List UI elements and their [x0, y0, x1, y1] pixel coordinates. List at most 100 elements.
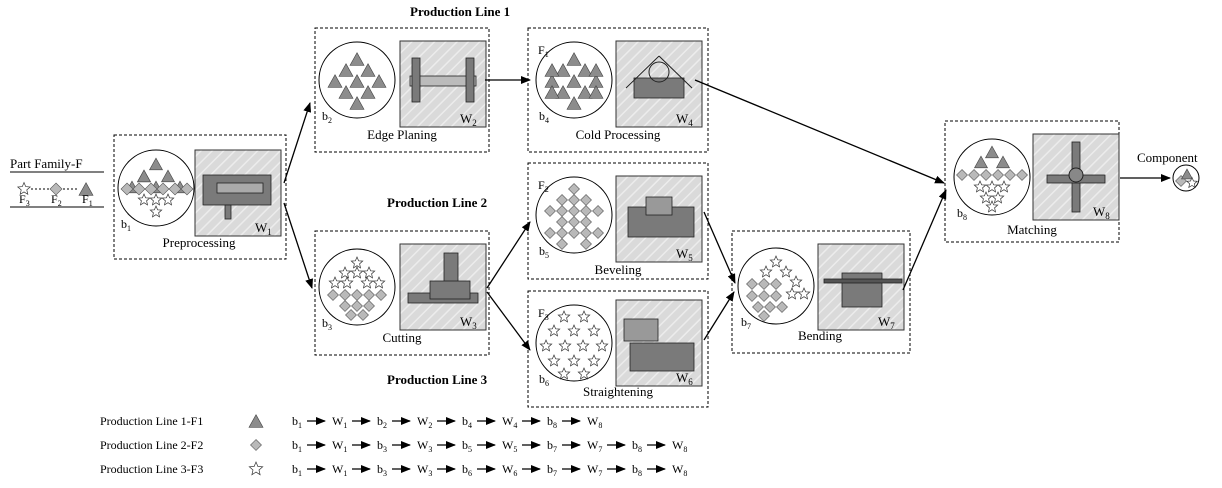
route-step: W3 [417, 438, 432, 454]
triangle-part-icon [995, 155, 1011, 169]
star-part-icon [338, 266, 352, 279]
diamond-part-icon [770, 290, 782, 302]
star-part-icon [973, 180, 987, 193]
star-part-icon [161, 193, 175, 206]
diamond-part-icon [556, 227, 568, 239]
diamond-part-icon [992, 169, 1004, 181]
station-box [527, 290, 709, 408]
star-part-icon [547, 354, 561, 367]
triangle-part-icon [349, 96, 365, 110]
route-step: b5 [462, 438, 472, 454]
station-name: Bending [798, 328, 843, 343]
component-node: Component [1137, 150, 1200, 192]
machine-image [817, 243, 905, 331]
machine-label: W4 [676, 111, 693, 128]
star-part-icon [769, 255, 783, 268]
diamond-part-icon [752, 301, 764, 313]
triangle-part-icon [78, 182, 94, 196]
star-part-icon [985, 180, 999, 193]
star-part-icon [350, 256, 364, 269]
station-box [314, 27, 490, 153]
diamond-part-icon [120, 182, 134, 196]
triangle-part-icon [544, 85, 560, 99]
route-step: W2 [417, 414, 432, 430]
diamond-part-icon [168, 182, 182, 196]
arrow-w1-to-b2 [283, 102, 312, 184]
triangle-part-icon [327, 74, 343, 88]
diamond-part-icon [746, 290, 758, 302]
family-label: F1 [538, 43, 549, 59]
buffer-label: b4 [539, 109, 549, 125]
star-part-icon [789, 275, 803, 288]
buffer-circle [318, 248, 396, 326]
buffer-label: b1 [121, 217, 131, 233]
diamond-part-icon [375, 289, 387, 301]
route-step: b3 [377, 438, 387, 454]
arrow-w3-to-b6 [486, 291, 531, 351]
route-step: b8 [632, 462, 642, 478]
diamond-part-icon [580, 238, 592, 250]
star-part-icon [576, 339, 590, 352]
star-part-icon [547, 324, 561, 337]
machine-image [615, 175, 703, 263]
triangle-part-icon [160, 169, 176, 183]
diamond-part-icon [132, 182, 146, 196]
diamond-part-icon [968, 169, 980, 181]
route-step: b1 [292, 414, 302, 430]
production-line-2-label: Production Line 2 [387, 195, 487, 210]
diamond-part-icon [592, 205, 604, 217]
diamond-part-icon [580, 227, 592, 239]
triangle-part-icon [588, 63, 604, 77]
triangle-part-icon [566, 96, 582, 110]
triangle-part-icon [566, 74, 582, 88]
buffer-label: b5 [539, 244, 549, 260]
diamond-part-icon [357, 309, 369, 321]
route-step: W1 [332, 462, 347, 478]
route-step: W8 [672, 462, 687, 478]
triangle-part-icon [248, 414, 264, 428]
star-part-icon [779, 265, 793, 278]
route-step: b1 [292, 462, 302, 478]
triangle-part-icon [555, 63, 571, 77]
station-name: Matching [1007, 222, 1057, 237]
route-step: W7 [587, 462, 602, 478]
station-box [527, 27, 709, 153]
diamond-part-icon [156, 182, 170, 196]
triangle-part-icon [338, 63, 354, 77]
legend-f1-label: F1 [82, 192, 93, 208]
component-label: Component [1137, 150, 1198, 165]
triangle-part-icon [984, 145, 1000, 159]
diamond-part-icon [544, 205, 556, 217]
diamond-part-icon [339, 300, 351, 312]
machine-label: W5 [676, 246, 693, 263]
arrow-w5-to-b7 [703, 211, 736, 284]
station-box [113, 134, 287, 260]
route-step: b8 [547, 414, 557, 430]
star-part-icon [362, 266, 376, 279]
machine-image [399, 243, 487, 331]
triangle-part-icon [555, 85, 571, 99]
diamond-part-icon [770, 278, 782, 290]
diamond-part-icon [327, 289, 339, 301]
diamond-part-icon [1016, 169, 1028, 181]
route-step: W5 [502, 438, 517, 454]
route-step: W6 [502, 462, 517, 478]
machine-label: W2 [460, 111, 477, 128]
route-label: Production Line 1-F1 [100, 414, 203, 428]
machine-label: W1 [255, 220, 272, 237]
star-part-icon [340, 276, 354, 289]
star-part-icon [567, 324, 581, 337]
triangle-part-icon [360, 63, 376, 77]
star-part-icon [539, 339, 553, 352]
diamond-part-icon [568, 227, 580, 239]
triangle-part-icon [973, 155, 989, 169]
machine-image [399, 40, 487, 128]
route-step: W7 [587, 438, 602, 454]
diamond-part-icon [568, 216, 580, 228]
diamond-part-icon [956, 169, 968, 181]
triangle-part-icon [371, 74, 387, 88]
